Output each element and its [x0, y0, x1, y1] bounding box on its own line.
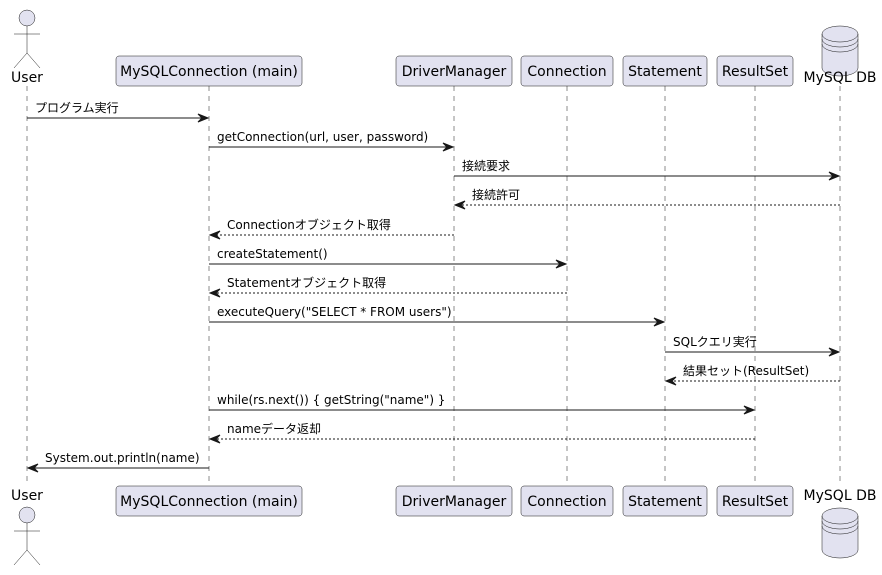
participant-label-top: Statement	[628, 64, 702, 80]
participant-box-top	[520, 55, 614, 87]
actor-body	[13, 523, 41, 566]
participant-label-top: DriverManager	[402, 64, 507, 80]
message-7: Statementオブジェクト取得	[208, 275, 567, 298]
arrowhead-icon	[208, 288, 221, 298]
database-rim	[821, 33, 859, 53]
arrowhead-icon	[828, 171, 841, 181]
database-rim	[821, 515, 859, 535]
message-label: SQLクエリ実行	[673, 334, 757, 349]
message-9: SQLクエリ実行	[665, 334, 841, 357]
participant-box-top	[115, 55, 303, 87]
participant-box-bottom	[622, 485, 708, 517]
participant-box-top	[395, 55, 513, 87]
arrowhead-icon	[555, 259, 568, 269]
message-label: createStatement()	[217, 247, 328, 261]
arrowhead-icon	[442, 142, 455, 152]
database-icon	[821, 507, 859, 559]
message-6: createStatement()	[209, 247, 568, 269]
participant-box-top	[622, 55, 708, 87]
message-13: System.out.println(name)	[26, 451, 209, 473]
message-label: nameデータ返却	[227, 421, 321, 436]
message-label: while(rs.next()) { getString("name") }	[217, 393, 445, 407]
message-label: 接続許可	[472, 187, 520, 202]
message-1: プログラム実行	[27, 100, 210, 123]
arrowhead-icon	[743, 405, 756, 415]
message-label: Statementオブジェクト取得	[227, 275, 386, 290]
arrowhead-icon	[197, 113, 210, 123]
database-label-top: MySQL DB	[804, 70, 877, 86]
participant-label-bottom: DriverManager	[402, 494, 507, 510]
arrowhead-icon	[828, 347, 841, 357]
participant-db: MySQL DB MySQL DB	[804, 25, 877, 559]
participant-label-bottom: MySQLConnection (main)	[120, 494, 298, 510]
message-5: Connectionオブジェクト取得	[208, 217, 454, 240]
message-2: getConnection(url, user, password)	[209, 130, 455, 152]
message-label: System.out.println(name)	[45, 451, 200, 465]
arrowhead-icon	[653, 317, 666, 327]
arrowhead-icon	[208, 230, 221, 240]
participant-box-bottom	[520, 485, 614, 517]
arrowhead-icon	[453, 200, 466, 210]
participant-label-bottom: ResultSet	[722, 494, 789, 510]
message-label: 結果セット(ResultSet)	[683, 364, 809, 378]
message-4: 接続許可	[453, 187, 840, 210]
message-12: nameデータ返却	[208, 421, 755, 444]
database-label-bottom: MySQL DB	[804, 488, 877, 504]
participant-box-top	[716, 55, 794, 87]
messages: プログラム実行 getConnection(url, user, password…	[26, 100, 841, 473]
message-3: 接続要求	[454, 158, 841, 181]
message-label: 接続要求	[462, 158, 510, 173]
participant-label-top: Connection	[527, 64, 606, 80]
participant-box-bottom	[115, 485, 303, 517]
message-label: プログラム実行	[35, 100, 119, 115]
message-8: executeQuery("SELECT * FROM users")	[209, 305, 666, 327]
actor-body	[13, 26, 41, 69]
message-10: 結果セット(ResultSet)	[664, 364, 840, 386]
participant-label-top: ResultSet	[722, 64, 789, 80]
participant-box-bottom	[395, 485, 513, 517]
database-icon	[821, 25, 859, 77]
message-11: while(rs.next()) { getString("name") }	[209, 393, 756, 415]
message-label: executeQuery("SELECT * FROM users")	[217, 305, 452, 319]
participant-main: MySQLConnection (main) MySQLConnection (m…	[115, 55, 303, 517]
actor-head	[18, 506, 36, 524]
message-label: getConnection(url, user, password)	[217, 130, 428, 144]
participant-label-bottom: Statement	[628, 494, 702, 510]
participant-label-top: MySQLConnection (main)	[120, 64, 298, 80]
actor-label-top: User	[11, 70, 43, 86]
participant-box-bottom	[716, 485, 794, 517]
participant-label-bottom: Connection	[527, 494, 606, 510]
arrowhead-icon	[664, 376, 677, 386]
lifelines	[26, 86, 841, 486]
actor-head	[18, 9, 36, 27]
actor-label-bottom: User	[11, 488, 43, 504]
arrowhead-icon	[208, 434, 221, 444]
message-label: Connectionオブジェクト取得	[227, 217, 391, 232]
arrowhead-icon	[26, 463, 39, 473]
